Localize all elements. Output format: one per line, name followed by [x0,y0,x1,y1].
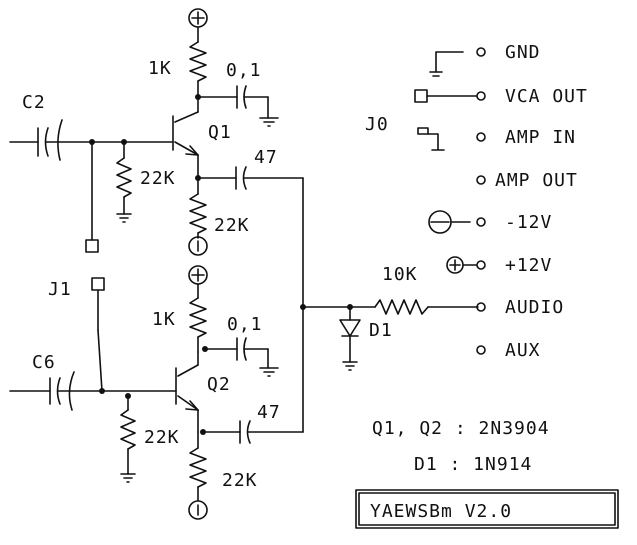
pin-gnd [476,47,486,57]
minus-supply-symbol-2 [188,500,208,520]
label-c2: C2 [22,92,46,113]
resistor-22k-q1-base [116,157,132,198]
pin-label-vca-out: VCA OUT [505,86,588,107]
pin-amp-out [476,175,486,185]
title-block: YAEWSBm V2.0 [355,489,619,529]
label-q1: Q1 [208,122,232,143]
resistor-22k-q2-base [120,409,136,450]
resistor-22k-q2-emitter [189,447,207,488]
cap-c2-slash [57,119,63,161]
j1-pad-bottom [91,277,105,291]
label-r1k-top: 1K [148,58,172,79]
pin-label-aux: AUX [505,340,541,361]
resistor-1k-top [189,41,207,82]
label-r22k-q2-emitter: 22K [222,470,258,491]
q2-stage [9,265,304,520]
pin-label-amp-in: AMP IN [505,127,576,148]
j0-connector [414,47,486,355]
label-q2: Q2 [207,374,231,395]
label-r22k-q1-base: 22K [140,168,176,189]
label-j1: J1 [48,279,72,300]
resistor-1k-bottom [189,297,207,338]
pin-audio [476,302,486,312]
diode-d1 [339,319,361,337]
j1-pad-top [85,239,99,253]
note-diode: D1 : 1N914 [414,454,532,475]
pin-label-audio: AUDIO [505,297,564,318]
label-r22k-q2-base: 22K [144,427,180,448]
label-cap-47-top: 47 [254,147,278,168]
label-r22k-q1-emitter: 22K [214,215,250,236]
resistor-22k-q1-emitter [189,193,207,234]
title-text: YAEWSBm V2.0 [370,501,512,522]
label-j0: J0 [365,114,389,135]
pin-vca-out [476,91,486,101]
pin-label-amp-out: AMP OUT [495,170,578,191]
pin-aux [476,345,486,355]
label-cap-47-bottom: 47 [257,402,281,423]
gnd-wire [435,51,464,73]
label-r10k: 10K [382,264,418,285]
label-cap-01-bottom: 0,1 [227,314,263,335]
minus-supply-symbol [188,236,208,256]
pin-amp-in [476,132,486,142]
resistor-10k [374,299,429,315]
pin-label-gnd: GND [505,42,541,63]
title-box [355,489,619,529]
note-transistors: Q1, Q2 : 2N3904 [372,418,550,439]
label-cap-01-top: 0,1 [226,60,262,81]
pin-label-minus-12v: -12V [505,212,552,233]
pin-label-plus-12v: +12V [505,255,552,276]
pin-plus-12v [476,260,486,270]
labels: C2 C6 Q1 Q2 1K 1K 0,1 0,1 47 47 22K 22K … [22,42,588,491]
output-section [300,299,479,371]
label-r1k-bottom: 1K [152,309,176,330]
label-c6: C6 [32,352,56,373]
pin-minus-12v [476,217,486,227]
label-d1: D1 [369,320,393,341]
